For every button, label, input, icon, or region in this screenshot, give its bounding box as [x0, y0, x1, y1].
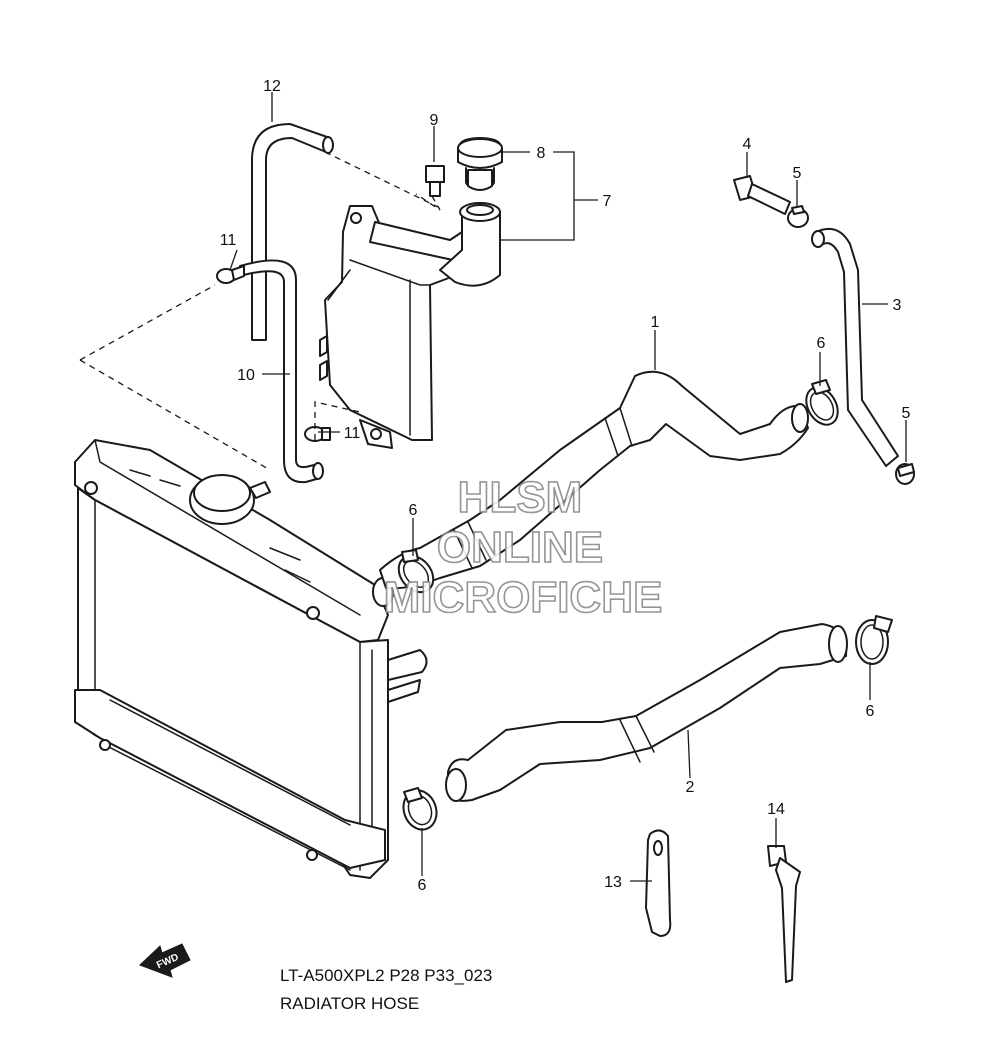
callout-6-upper-left: 6: [409, 502, 418, 519]
callout-6-lower-left: 6: [418, 877, 427, 894]
callout-6-lower-right: 6: [866, 703, 875, 720]
callout-11-lower: 11: [344, 425, 361, 442]
overflow-hose-12: [251, 123, 334, 341]
clamp-11-lower: [304, 426, 331, 442]
clamp-6-lower-left: [402, 787, 438, 831]
hose-3: [811, 228, 899, 467]
clamp-6-upper-left: [397, 549, 435, 594]
callout-11-upper: 11: [220, 232, 237, 249]
clamp-5-upper: [787, 205, 809, 228]
callout-4: 4: [743, 136, 752, 153]
radiator-hose-2: [445, 623, 848, 802]
callout-2: 2: [686, 779, 695, 796]
watermark-line-3: MICROFICHE: [384, 573, 663, 622]
watermark: HLSM ONLINE MICROFICHE: [383, 472, 663, 623]
clamp-6-upper-right: [805, 379, 839, 426]
callout-6-upper-right: 6: [817, 335, 826, 352]
strap-13: [645, 829, 672, 937]
radiator-hose-1: [379, 370, 809, 590]
assembly-lines: [79, 151, 441, 471]
radiator: [74, 439, 428, 879]
callout-3: 3: [893, 297, 902, 314]
callout-7: 7: [603, 193, 612, 210]
callout-14: 14: [767, 801, 785, 818]
cable-tie-14: [767, 845, 801, 983]
forward-direction-arrow: FWD: [139, 943, 191, 978]
clamp-5-lower: [895, 463, 915, 485]
diagram-code: LT-A500XPL2 P28 P33_023: [280, 966, 492, 985]
callout-1: 1: [651, 314, 660, 331]
bolt-9: [425, 165, 445, 197]
diagram-title: RADIATOR HOSE: [280, 994, 419, 1013]
clamp-11-upper: [216, 265, 245, 284]
bolt-4: [733, 175, 791, 215]
reservoir-tank: [319, 202, 501, 449]
breather-hose-10: [239, 259, 324, 484]
callout-5-lower: 5: [902, 405, 911, 422]
callout-10: 10: [237, 367, 255, 384]
tank-cap: [457, 137, 503, 191]
callouts: 12 9 8 7 4 5 3 1 6 5 11 10 11 6 6 2 6 13…: [220, 78, 911, 894]
callout-8: 8: [537, 145, 546, 162]
callout-5-upper: 5: [793, 165, 802, 182]
leader-lines: [229, 92, 907, 882]
watermark-line-1: HLSM: [458, 473, 583, 522]
callout-13: 13: [604, 874, 622, 891]
clamp-6-lower-right: [855, 615, 893, 665]
watermark-line-2: ONLINE: [437, 523, 603, 572]
callout-9: 9: [430, 112, 439, 129]
callout-12: 12: [263, 78, 281, 95]
